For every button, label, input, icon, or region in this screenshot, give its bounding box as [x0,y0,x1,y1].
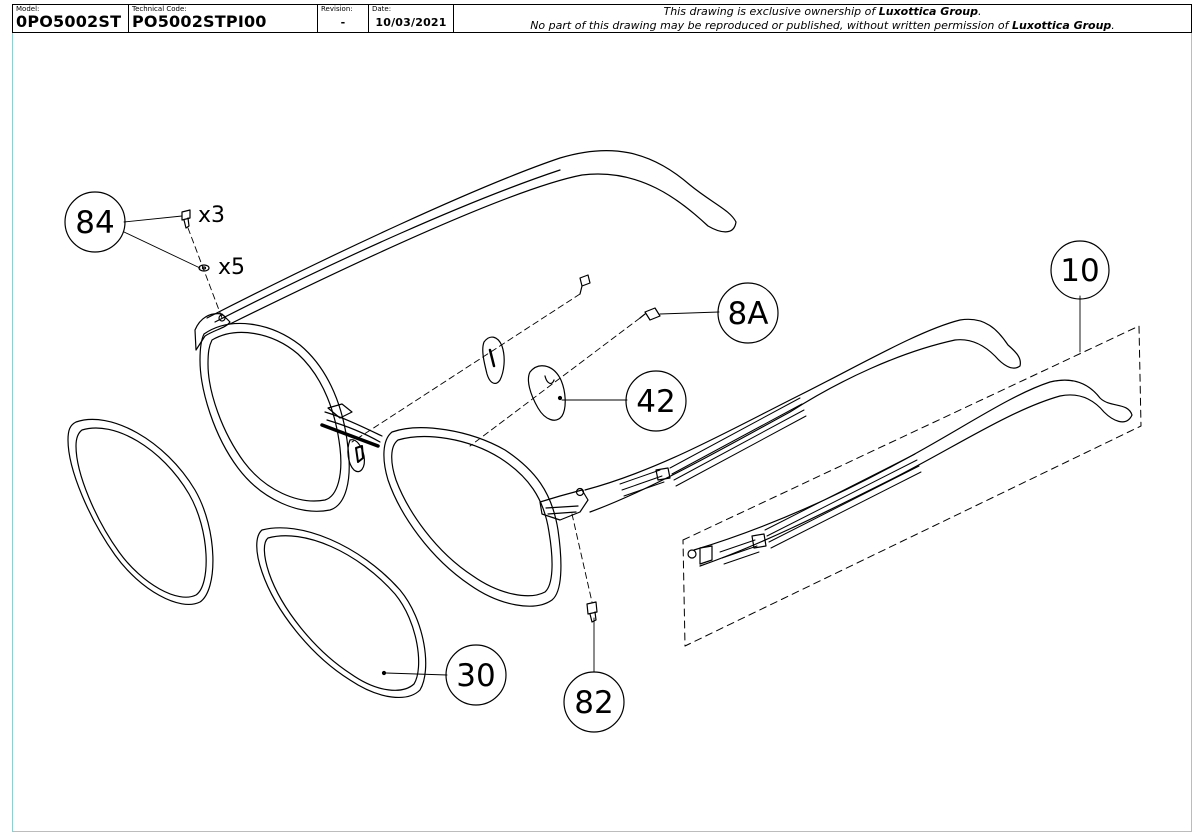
quantity-x5: x5 [218,255,245,280]
screw-8a [639,307,661,321]
title-block: Model: 0PO5002ST Technical Code: PO5002S… [12,4,1192,33]
screw-pad-top [579,274,591,295]
model-value: 0PO5002ST [16,12,122,31]
revision-value: - [340,16,346,29]
assembly-lines [187,227,641,603]
callout-42-label: 42 [636,384,675,420]
front-frame [194,313,589,607]
technical-code-value: PO5002STPI00 [132,12,267,31]
model-label: Model: [16,5,40,13]
right-temple [584,318,1021,513]
lens-right [256,527,427,699]
callout-10: 10 [1050,240,1110,300]
callout-30: 30 [445,644,507,706]
ownership-notice: This drawing is exclusive ownership of L… [453,4,1192,33]
notice-line-1: This drawing is exclusive ownership of L… [663,5,982,18]
lens-left [67,418,214,605]
nose-pad-on-axis [482,336,505,384]
model-cell: Model: 0PO5002ST [12,4,129,33]
callout-30-label: 30 [456,658,495,694]
notice-owner: Luxottica Group [878,5,979,18]
notice-owner-2: Luxottica Group [1012,18,1112,32]
date-cell: Date: 10/03/2021 [368,4,454,33]
callout-10-label: 10 [1060,253,1099,289]
quantity-x3: x3 [198,203,225,228]
callout-82-label: 82 [574,685,613,721]
date-value: 10/03/2021 [375,16,447,29]
date-label: Date: [372,5,392,13]
technical-code-label: Technical Code: [132,5,187,13]
screw-84-top [181,209,191,229]
callout-8a-label: 8A [728,296,769,332]
nose-pad-loose [527,365,566,421]
spare-temple-group [682,325,1142,647]
callout-82: 82 [563,671,625,733]
callout-84: 84 [64,191,126,253]
callout-42: 42 [625,370,687,432]
notice-line-2: No part of this drawing may be reproduce… [530,18,1115,32]
callout-8a: 8A [717,282,779,344]
left-temple [206,149,737,325]
callout-84-label: 84 [75,205,114,241]
screw-82 [586,601,598,623]
revision-label: Revision: [321,5,353,13]
leader-lines [123,215,1081,676]
